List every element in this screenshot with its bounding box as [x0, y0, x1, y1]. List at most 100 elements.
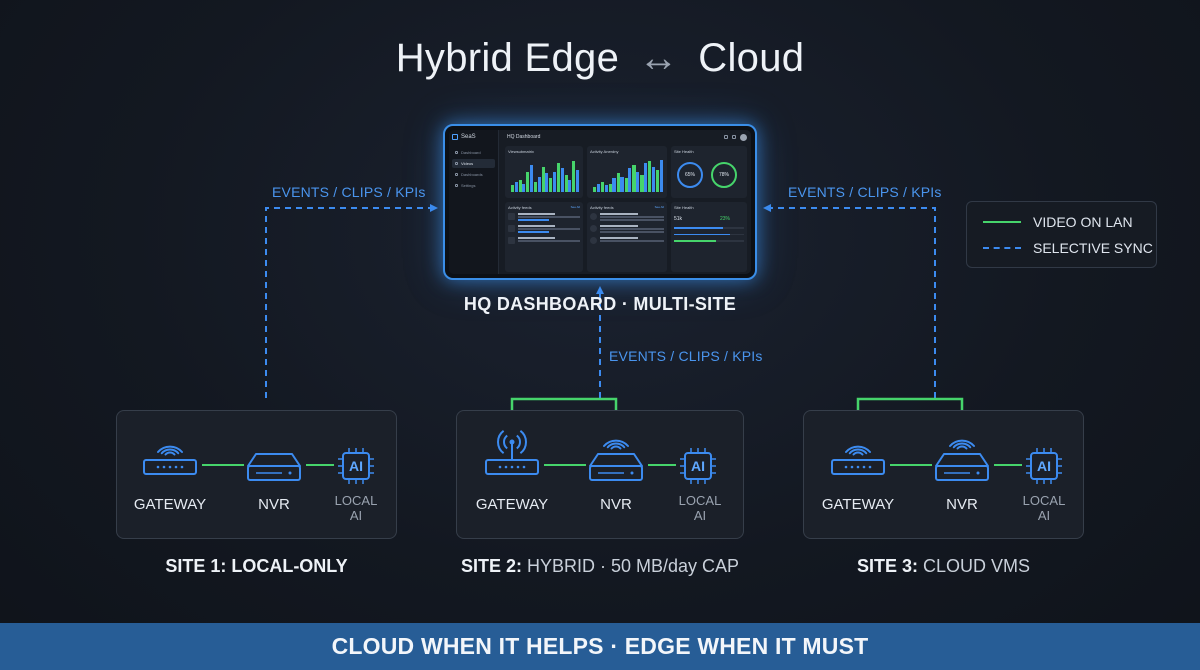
nvr-label: NVR	[946, 496, 978, 513]
panel-title: Viewsubmatrix	[508, 149, 534, 154]
nvr-icon	[935, 439, 989, 481]
health-ring-2: 78%	[711, 162, 737, 188]
gear-icon	[455, 184, 458, 187]
camera-icon	[508, 237, 515, 244]
page-title: Hybrid Edge ↔ Cloud	[0, 36, 1200, 81]
site-1-label: SITE 1: LOCAL-ONLY	[116, 556, 397, 577]
site-3-label: SITE 3: CLOUD VMS	[803, 556, 1084, 577]
stat-value: 51k	[674, 216, 683, 222]
progress-bar	[674, 227, 744, 229]
feed-item[interactable]	[590, 225, 664, 234]
ai-label-line: LOCAL	[334, 493, 378, 508]
lan-link	[202, 464, 244, 466]
title-edge: Hybrid Edge	[395, 36, 620, 80]
mini-bar	[616, 158, 624, 192]
avatar[interactable]	[740, 133, 747, 141]
gateway-label: GATEWAY	[475, 496, 549, 513]
flow-label-left: EVENTS / CLIPS / KPIs	[272, 184, 426, 200]
avatar	[590, 237, 597, 244]
feed-item[interactable]	[590, 213, 664, 222]
nvr-icon	[589, 439, 643, 481]
gateway-icon	[143, 445, 197, 475]
panel-site-health: Site Health 65% 78%	[671, 146, 747, 198]
legend-label: SELECTIVE SYNC	[1033, 240, 1153, 256]
dashboard-icon	[455, 151, 458, 154]
lan-link	[890, 464, 932, 466]
hq-nav-dashboards[interactable]: Dashboards	[452, 170, 495, 179]
hq-nav-videos[interactable]: Videos	[452, 159, 495, 168]
feed-item[interactable]	[508, 237, 580, 244]
lan-link	[544, 464, 586, 466]
dashed-line-swatch	[983, 247, 1021, 249]
gateway-label: GATEWAY	[821, 496, 895, 513]
progress-bar	[674, 233, 744, 235]
panel-feed-2: Activity feeds See All	[587, 202, 667, 272]
hq-main: HQ Dashboard Viewsubmatrix Activity Aner…	[503, 130, 751, 274]
solid-line-swatch	[983, 221, 1021, 223]
panel-title: Activity feeds	[508, 205, 532, 210]
site-label-main: SITE 2:	[460, 556, 522, 576]
feed-item[interactable]	[508, 213, 580, 222]
feed-item[interactable]	[590, 237, 664, 244]
mini-bar	[632, 158, 640, 192]
video-icon	[455, 162, 458, 165]
mini-bar	[557, 158, 564, 192]
hq-nav-settings[interactable]: Settings	[452, 181, 495, 190]
site-label-detail: HYBRID · 50 MB/day CAP	[526, 556, 740, 576]
stat-value: 23%	[719, 216, 730, 222]
panel-title: Activity Anerdny	[590, 149, 619, 154]
legend-item-sync: SELECTIVE SYNC	[983, 240, 1153, 256]
flow-label-center: EVENTS / CLIPS / KPIs	[609, 348, 763, 364]
bar-chart-1	[511, 158, 580, 192]
footer-banner: CLOUD WHEN IT HELPS · EDGE WHEN IT MUST	[0, 623, 1200, 670]
see-all-link[interactable]: See All	[654, 205, 664, 209]
gateway-icon	[831, 445, 885, 475]
see-all-link[interactable]: See All	[570, 205, 580, 209]
mini-bar	[511, 158, 518, 192]
mini-bar	[541, 158, 549, 192]
mini-bar	[549, 158, 557, 192]
hq-nav-label: Settings	[461, 183, 476, 188]
mini-bar	[572, 158, 580, 192]
progress-bar	[674, 240, 744, 242]
ai-chip-text: AI	[691, 458, 705, 474]
panel-title: Site Health	[674, 205, 694, 210]
panel-site-health-2: Site Health 51k 23%	[671, 202, 747, 272]
hq-header-title: HQ Dashboard	[507, 134, 541, 140]
ai-label-line: AI	[349, 508, 363, 523]
grid-icon	[455, 173, 458, 176]
site-label-main: SITE 1: LOCAL-ONLY	[165, 556, 348, 576]
hq-nav-label: Videos	[461, 161, 474, 166]
panel-title: Activity feeds	[590, 205, 614, 210]
nvr-icon	[247, 453, 301, 481]
hq-dashboard-screen[interactable]: SeaS Dashboard Videos Dashboards Setting…	[443, 124, 757, 280]
hq-label: HQ DASHBOARD · MULTI-SITE	[463, 294, 737, 314]
hq-sidebar: SeaS Dashboard Videos Dashboards Setting…	[449, 130, 499, 274]
panel-bars-2: Activity Anerdny	[587, 146, 667, 198]
grid-icon[interactable]	[724, 135, 728, 139]
lan-link	[648, 464, 676, 466]
legend-label: VIDEO ON LAN	[1033, 214, 1133, 230]
gateway-icon	[485, 430, 539, 475]
avatar	[590, 225, 597, 232]
ai-label-line: AI	[693, 508, 707, 523]
mini-bar	[534, 158, 541, 192]
ai-chip-icon: AI	[1026, 448, 1062, 484]
hq-top-icons	[724, 133, 747, 141]
bar-chart-2	[593, 158, 664, 192]
panel-feed-1: Activity feeds See All	[505, 202, 583, 272]
panel-bars-1: Viewsubmatrix	[505, 146, 583, 198]
mini-bar	[518, 158, 526, 192]
lan-link	[994, 464, 1022, 466]
bell-icon[interactable]	[732, 135, 736, 139]
camera-icon	[508, 225, 515, 232]
ai-label-line: LOCAL	[1022, 493, 1066, 508]
feed-item[interactable]	[508, 225, 580, 234]
ai-chip-icon: AI	[680, 448, 716, 484]
hq-nav-dashboard[interactable]: Dashboard	[452, 148, 495, 157]
mini-bar	[564, 158, 572, 192]
avatar	[590, 213, 597, 220]
sync-line-site3	[763, 204, 936, 398]
